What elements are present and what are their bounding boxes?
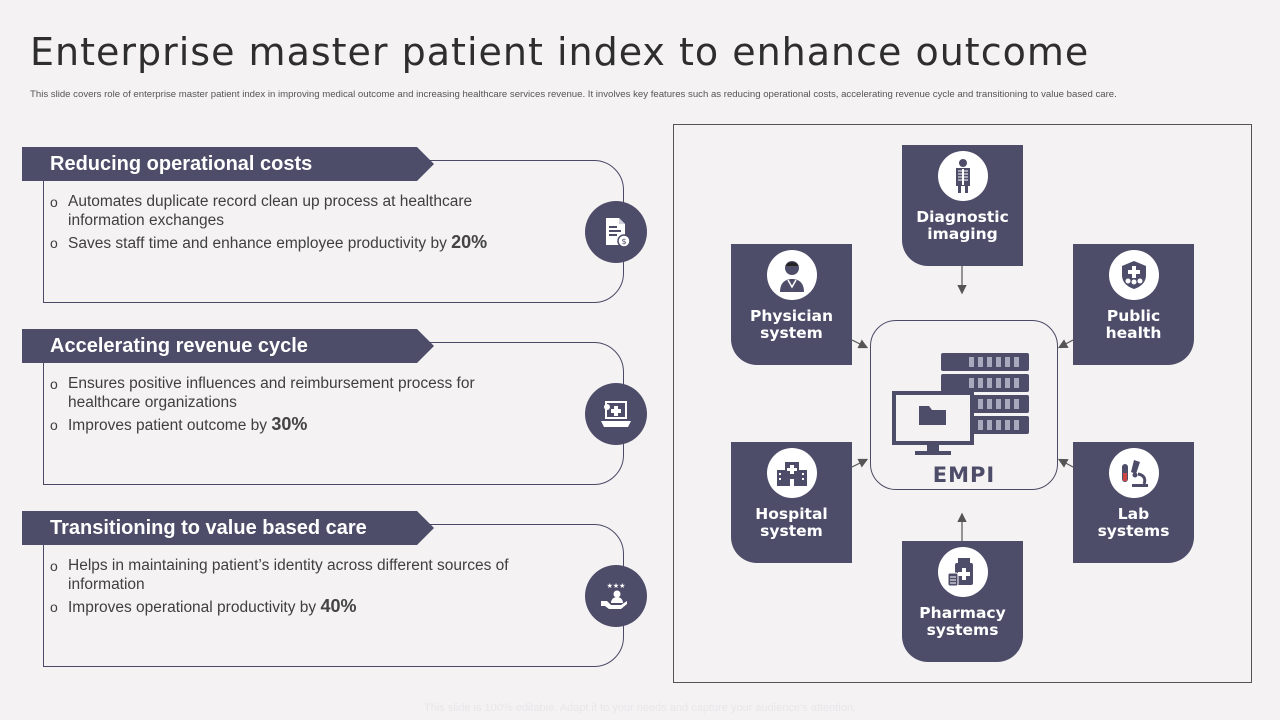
laptop-medical-icon bbox=[585, 383, 647, 445]
node-label-line: Physician bbox=[749, 307, 834, 325]
bullet-text: Ensures positive influences and reimburs… bbox=[68, 375, 475, 411]
node-label-line: Lab bbox=[1117, 505, 1150, 523]
bullet-text: Helps in maintaining patient’s identity … bbox=[68, 557, 509, 593]
svg-text:$: $ bbox=[621, 237, 626, 246]
panel-heading: Transitioning to value based care bbox=[22, 511, 434, 545]
diagram-frame bbox=[673, 124, 1252, 683]
node-label-line: health bbox=[1105, 324, 1162, 342]
slide-title: Enterprise master patient index to enhan… bbox=[30, 30, 1090, 74]
empi-hub: EMPI bbox=[870, 320, 1058, 490]
percent-value: 30% bbox=[271, 414, 308, 434]
panel-box bbox=[43, 342, 624, 485]
node-label-line: systems bbox=[1097, 522, 1170, 540]
arrow-physician bbox=[851, 339, 869, 349]
panel-heading: Accelerating revenue cycle bbox=[22, 329, 434, 363]
percent-value: 20% bbox=[451, 232, 488, 252]
doctor-icon bbox=[767, 250, 817, 300]
node-label-line: system bbox=[760, 324, 823, 342]
bullet-text: Saves staff time and enhance employee pr… bbox=[68, 235, 447, 252]
empi-label: EMPI bbox=[932, 463, 996, 487]
arrow-public bbox=[1057, 339, 1074, 349]
community-health-icon bbox=[1109, 250, 1159, 300]
microscope-icon bbox=[1109, 448, 1159, 498]
bullet-text: Automates duplicate record clean up proc… bbox=[68, 193, 473, 229]
hand-care-icon: ★★★ bbox=[585, 565, 647, 627]
hospital-icon bbox=[767, 448, 817, 498]
node-label-line: Pharmacy bbox=[919, 604, 1006, 622]
bullet-text: Improves operational productivity by bbox=[68, 599, 317, 616]
footer-note: This slide is 100% editable. Adapt it to… bbox=[424, 702, 856, 714]
document-dollar-icon: $ bbox=[585, 201, 647, 263]
slide-subtitle: This slide covers role of enterprise mas… bbox=[30, 89, 1117, 100]
node-label-line: Diagnostic bbox=[916, 208, 1009, 226]
x-ray-icon bbox=[938, 151, 988, 201]
arrow-hospital bbox=[851, 458, 869, 468]
node-label-line: system bbox=[760, 522, 823, 540]
pharmacy-bottle-icon bbox=[938, 547, 988, 597]
panel-box bbox=[43, 524, 624, 667]
node-label-line: imaging bbox=[927, 225, 998, 243]
node-label-line: Hospital bbox=[755, 505, 828, 523]
node-label-line: systems bbox=[926, 621, 999, 639]
panel-heading: Reducing operational costs bbox=[22, 147, 434, 181]
node-label-line: Public bbox=[1106, 307, 1161, 325]
bullet-text: Improves patient outcome by bbox=[68, 417, 268, 434]
panel-box bbox=[43, 160, 624, 303]
percent-value: 40% bbox=[320, 596, 357, 616]
arrow-lab bbox=[1057, 458, 1074, 468]
svg-text:★★★: ★★★ bbox=[607, 582, 626, 590]
server-computer-icon bbox=[892, 353, 1029, 455]
